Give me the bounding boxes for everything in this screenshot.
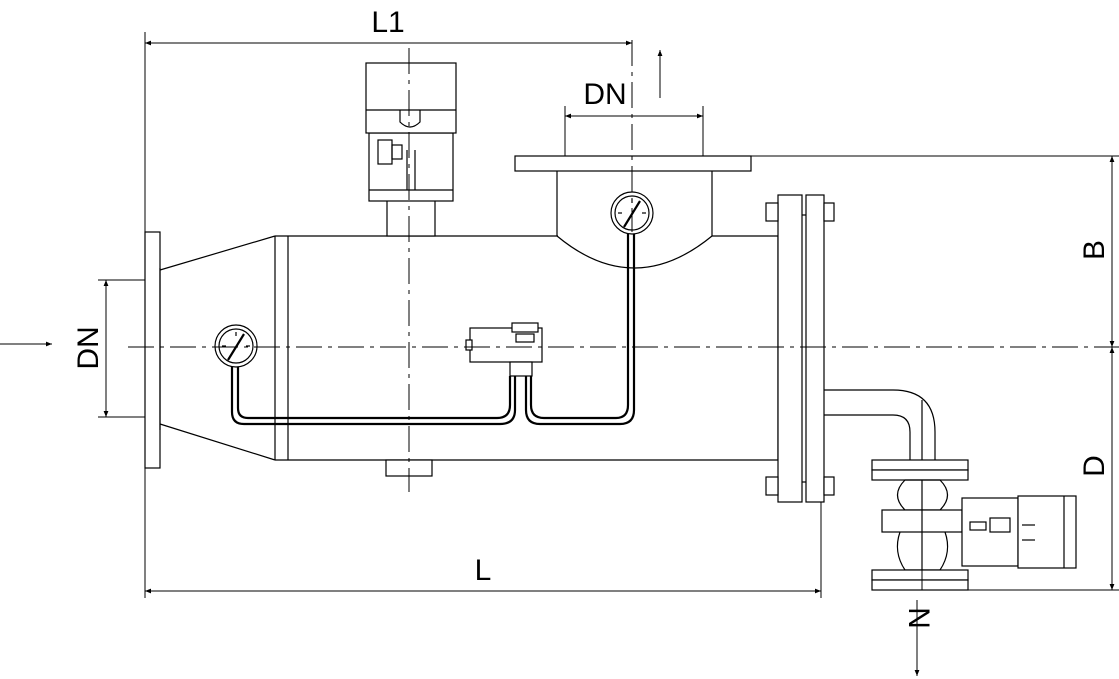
dimension-l1: L1 [144, 6, 632, 232]
label-d: D [1078, 455, 1111, 477]
pressure-switch [465, 322, 543, 377]
label-l: L [475, 554, 492, 587]
dimension-dn-left: DN [0, 279, 145, 418]
dimension-dn-top: DN [564, 50, 704, 156]
label-b: B [1078, 240, 1111, 260]
pressure-gauge-inlet [214, 324, 258, 368]
inlet-cone [159, 235, 289, 461]
centerlines [128, 40, 1119, 596]
label-dn-left: DN [72, 326, 105, 369]
right-flange [765, 194, 835, 503]
valve-actuator [961, 495, 1077, 569]
sensing-tubes [230, 230, 636, 426]
top-motor [365, 62, 457, 237]
label-n: N [902, 607, 935, 629]
label-l1: L1 [371, 6, 404, 39]
dimension-l: L [144, 468, 822, 598]
inlet-flange [144, 231, 161, 469]
label-dn-top: DN [583, 78, 626, 111]
drain-label: N [902, 600, 935, 676]
drain-pipe [824, 389, 936, 470]
dimension-b-d: B D [751, 155, 1119, 591]
discharge-valve [871, 459, 969, 591]
